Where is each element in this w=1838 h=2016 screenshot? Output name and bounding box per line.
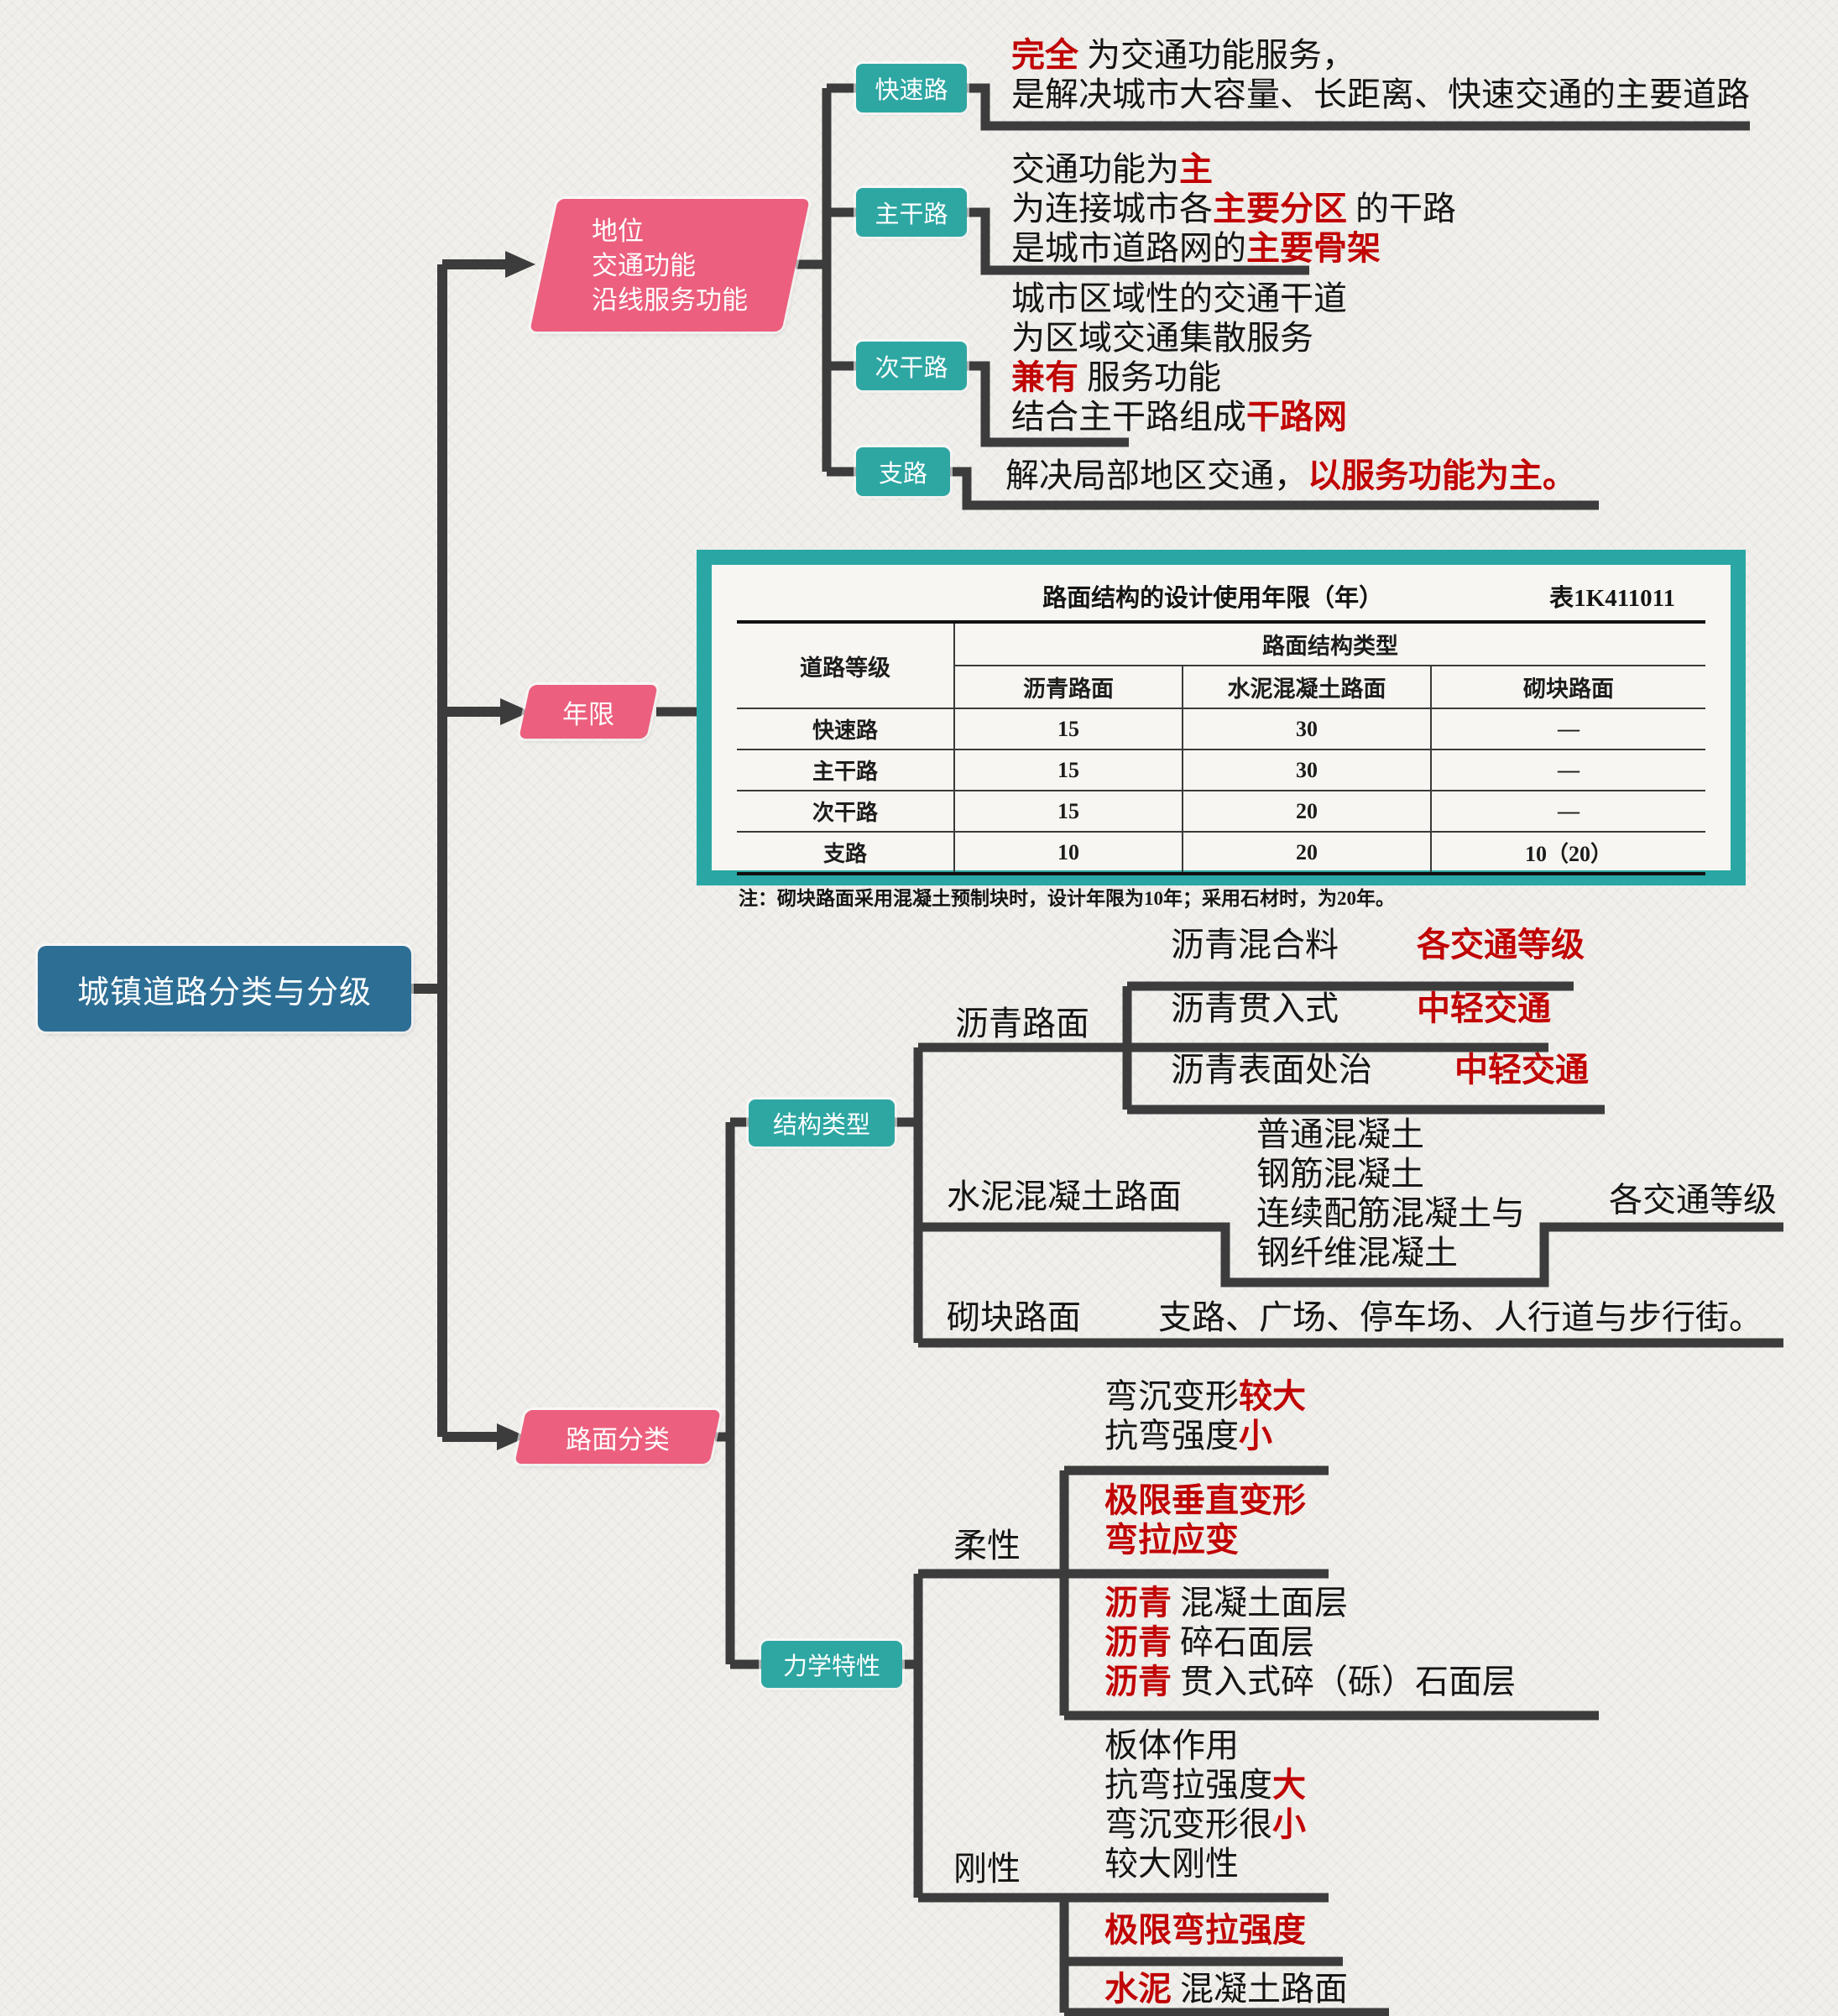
arrow-into-branch3 <box>497 1423 527 1450</box>
connector-secondary <box>967 361 1129 447</box>
table-cell: — <box>1430 790 1705 833</box>
col-header-cement: 水泥混凝土路面 <box>1182 665 1432 709</box>
node-arterial-road-label: 主干路 <box>875 201 948 228</box>
col-header-asphalt: 沥青路面 <box>954 665 1183 709</box>
design-life-table: 路面结构的设计使用年限（年） 表1K411011 道路等级 路面结构类型 沥青路… <box>697 550 1746 909</box>
branch-node-years-label: 年限 <box>562 699 614 729</box>
arrow-into-branch1 <box>505 251 535 278</box>
label-rigid: 刚性 <box>953 1850 1021 1888</box>
table-cell: 10 <box>953 831 1183 875</box>
table-cell: 支路 <box>737 831 955 875</box>
branch-node-years[interactable]: 年限 <box>519 685 658 739</box>
root-node[interactable]: 城镇道路分类与分级 <box>38 946 411 1032</box>
text-rigid-limit-index: 极限弯拉强度 <box>1104 1911 1306 1949</box>
text-asphalt-surface-grade: 中轻交通 <box>1454 1051 1589 1089</box>
text-cement-list: 普通混凝土钢筋混凝土连续配筋混凝土与钢纤维混凝土 <box>1256 1115 1525 1272</box>
branch-node-pavement-class-label: 路面分类 <box>566 1424 670 1455</box>
text-branchroad-desc: 解决局部地区交通，以服务功能为主。 <box>1005 457 1576 494</box>
label-flexible: 柔性 <box>953 1527 1021 1564</box>
table-cell: 15 <box>953 708 1183 750</box>
table-title: 路面结构的设计使用年限（年） <box>1042 585 1384 612</box>
table-note: 注：砌块路面采用混凝土预制块时，设计年限为10年；采用石材时，为20年。 <box>739 888 1395 909</box>
table-ref-number: 表1K411011 <box>1549 585 1675 612</box>
table-cell: — <box>1430 708 1705 750</box>
table-cell: 次干路 <box>737 790 955 833</box>
text-arterial-desc: 交通功能为主为连接城市各主要分区 的干路是城市道路网的主要骨架 <box>1011 150 1456 267</box>
node-structure-type[interactable]: 结构类型 <box>749 1099 895 1146</box>
label-asphalt-pavement: 沥青路面 <box>955 1005 1089 1042</box>
node-secondary-road-label: 次干路 <box>875 355 948 382</box>
text-rigid-properties: 板体作用抗弯拉强度大弯沉变形很小较大刚性 <box>1104 1726 1306 1883</box>
node-branch-road-label: 支路 <box>878 461 927 488</box>
node-structure-type-label: 结构类型 <box>772 1112 870 1139</box>
node-mechanical-property-label: 力学特性 <box>782 1653 880 1680</box>
branch-node-function[interactable]: 地位交通功能沿线服务功能 <box>530 199 810 332</box>
text-expressway-desc: 完全 为交通功能服务，是解决城市大容量、长距离、快速交通的主要道路 <box>1011 36 1750 113</box>
text-asphalt-surface-treatment: 沥青表面处治 <box>1171 1051 1372 1089</box>
col-header-road-grade: 道路等级 <box>737 621 955 709</box>
node-expressway-label: 快速路 <box>875 77 948 104</box>
table-cell: 15 <box>953 749 1183 791</box>
node-branch-road[interactable]: 支路 <box>856 447 950 496</box>
label-cement-pavement: 水泥混凝土路面 <box>947 1178 1182 1215</box>
text-asphalt-penetration: 沥青贯入式 <box>1171 990 1339 1027</box>
branch-node-pavement-class[interactable]: 路面分类 <box>514 1410 721 1464</box>
text-asphalt-penetration-grade: 中轻交通 <box>1417 990 1551 1027</box>
root-label: 城镇道路分类与分级 <box>76 974 372 1011</box>
text-block-usage: 支路、广场、停车场、人行道与步行街。 <box>1158 1298 1762 1336</box>
table-cell: — <box>1430 749 1705 791</box>
connector-branchroad <box>950 467 1599 510</box>
node-mechanical-property[interactable]: 力学特性 <box>761 1641 902 1688</box>
connector-arterial <box>967 207 1309 275</box>
col-header-block: 砌块路面 <box>1430 665 1705 709</box>
text-asphalt-mixture: 沥青混合料 <box>1171 926 1339 964</box>
text-asphalt-mixture-grade: 各交通等级 <box>1417 926 1585 964</box>
text-rigid-pavement: 水泥 混凝土路面 <box>1104 1970 1348 2008</box>
col-header-structure-type: 路面结构类型 <box>953 621 1705 666</box>
table-cell: 主干路 <box>737 749 955 791</box>
table-cell: 30 <box>1182 708 1432 750</box>
text-flexible-deformation: 弯沉变形较大抗弯强度小 <box>1104 1377 1306 1455</box>
table-cell: 30 <box>1182 749 1432 791</box>
text-secondary-desc: 城市区域性的交通干道为区域交通集散服务兼有 服务功能结合主干路组成干路网 <box>1011 279 1347 436</box>
table-cell: 10（20） <box>1430 831 1705 875</box>
node-arterial-road[interactable]: 主干路 <box>856 188 967 237</box>
table-cell: 20 <box>1182 790 1432 833</box>
table-cell: 快速路 <box>737 708 955 750</box>
table-cell: 20 <box>1182 831 1432 875</box>
text-flexible-layers: 沥青 混凝土面层沥青 碎石面层沥青 贯入式碎（砾）石面层 <box>1104 1584 1516 1700</box>
label-block-pavement: 砌块路面 <box>947 1298 1081 1336</box>
branch-node-function-label: 地位交通功能沿线服务功能 <box>592 216 748 315</box>
node-expressway[interactable]: 快速路 <box>856 64 967 112</box>
underline-cement <box>918 1222 1783 1287</box>
arrow-into-branch2 <box>500 698 530 725</box>
table-cell: 15 <box>953 790 1183 833</box>
node-secondary-road[interactable]: 次干路 <box>856 342 967 390</box>
text-cement-grade: 各交通等级 <box>1609 1181 1777 1219</box>
connector-expressway <box>967 83 1750 131</box>
text-flexible-limit-index: 极限垂直变形弯拉应变 <box>1104 1481 1306 1559</box>
